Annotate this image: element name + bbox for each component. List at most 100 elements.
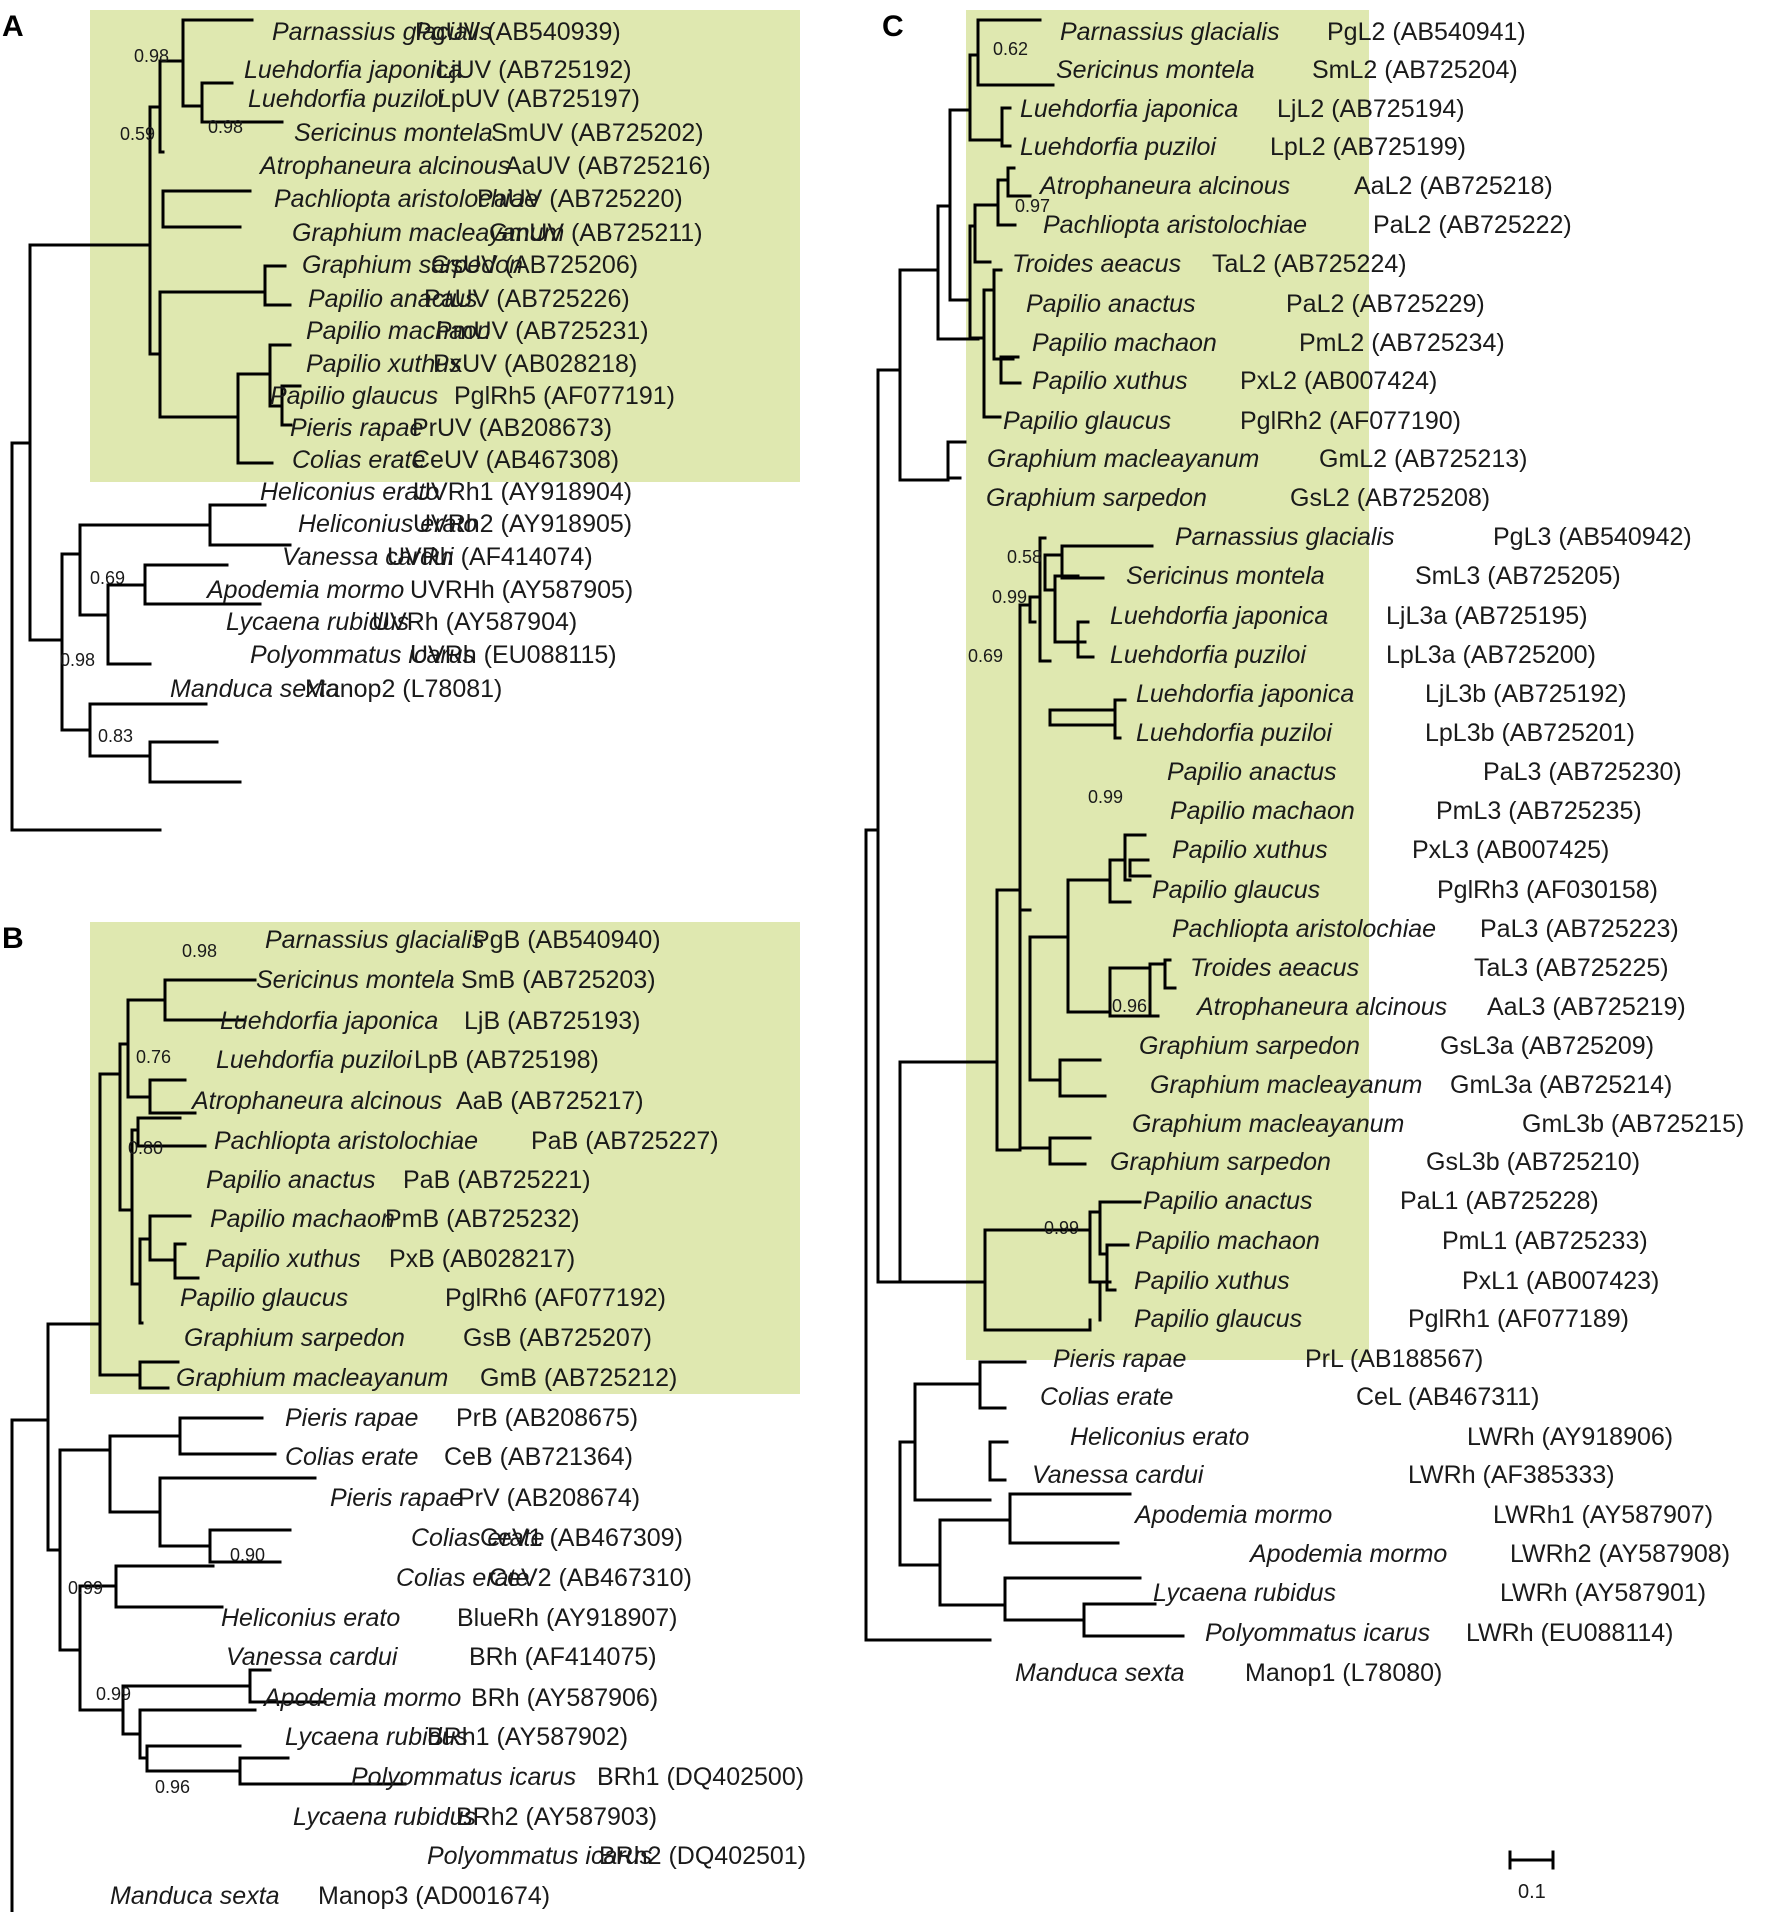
species-name: Graphium macleayanum (292, 219, 564, 247)
gene-accession: GsB (AB725207) (463, 1324, 652, 1352)
gene-accession: CeV1 (AB467309) (480, 1524, 683, 1552)
tree-branches-a (10, 18, 302, 832)
gene-accession: PmL2 (AB725234) (1299, 329, 1505, 357)
support-value: 0.69 (90, 568, 125, 588)
tip-label: Luehdorfia japonicaLjUV (AB725192) (244, 56, 632, 84)
species-name: Lycaena rubidus (293, 1803, 476, 1831)
gene-accession: SmB (AB725203) (461, 966, 656, 994)
species-name: Papilio glaucus (1152, 876, 1320, 904)
tip-label: Heliconius eratoUVRh2 (AY918905) (298, 510, 632, 538)
gene-accession: LjL3b (AB725192) (1425, 680, 1627, 708)
species-name: Luehdorfia puziloi (248, 85, 445, 113)
species-name: Polyommatus icarus (351, 1763, 576, 1791)
support-value: 0.98 (208, 117, 243, 137)
species-name: Pachliopta aristolochiae (274, 185, 538, 213)
species-name: Graphium macleayanum (1132, 1110, 1404, 1138)
species-name: Troides aeacus (1190, 954, 1359, 982)
species-name: Pieris rapae (330, 1484, 463, 1512)
species-name: Papilio machaon (1170, 797, 1355, 825)
gene-accession: PgB (AB540940) (473, 926, 661, 954)
gene-accession: PglRh6 (AF077192) (445, 1284, 666, 1312)
species-name: Graphium sarpedon (302, 251, 523, 279)
gene-accession: AaUV (AB725216) (505, 152, 711, 180)
gene-accession: PaUV (AB725226) (424, 285, 630, 313)
gene-accession: GmB (AB725212) (480, 1364, 677, 1392)
gene-accession: PaL2 (AB725222) (1373, 211, 1572, 239)
gene-accession: PxL3 (AB007425) (1412, 836, 1609, 864)
species-name: Luehdorfia japonica (1110, 602, 1328, 630)
tree-branches-b (10, 978, 407, 1912)
species-name: Polyommatus icarus (1205, 1619, 1430, 1647)
species-name: Apodemia mormo (205, 576, 404, 604)
gene-accession: SmL3 (AB725205) (1415, 562, 1621, 590)
tip-labels: Parnassius glacialisPgUV (AB540939)Luehd… (110, 18, 1744, 1910)
highlight-box-a (90, 10, 800, 482)
gene-accession: PglRh3 (AF030158) (1437, 876, 1658, 904)
support-value: 0.62 (993, 39, 1028, 59)
species-name: Colias erate (1040, 1383, 1173, 1411)
tip-label: Vanessa carduiUVRh (AF414074) (282, 543, 593, 571)
tip-label: Luehdorfia puziloi LpL3b (AB725201) (1136, 719, 1635, 747)
gene-accession: LjB (AB725193) (464, 1007, 641, 1035)
support-value: 0.96 (155, 1777, 190, 1797)
gene-accession: PgL3 (AB540942) (1493, 523, 1692, 551)
tip-label: Papilio machaonPmUV (AB725231) (306, 317, 649, 345)
gene-accession: UVRh (AY587904) (372, 608, 577, 636)
species-name: Lycaena rubidus (285, 1723, 468, 1751)
species-name: Atrophaneura alcinous (258, 152, 510, 180)
species-name: Heliconius erato (1070, 1423, 1249, 1451)
gene-accession: BlueRh (AY918907) (457, 1604, 678, 1632)
gene-accession: UVRh (EU088115) (410, 641, 617, 669)
support-value: 0.99 (96, 1684, 131, 1704)
gene-accession: UVRh2 (AY918905) (413, 510, 632, 538)
species-name: Papilio anactus (206, 1166, 376, 1194)
species-name: Papilio anactus (308, 285, 478, 313)
species-name: Manduca sexta (110, 1882, 280, 1910)
species-name: Apodemia mormo (262, 1684, 461, 1712)
gene-accession: LpL3b (AB725201) (1425, 719, 1635, 747)
gene-accession: PrB (AB208675) (456, 1404, 638, 1432)
gene-accession: PrV (AB208674) (458, 1484, 640, 1512)
species-name: Graphium macleayanum (176, 1364, 448, 1392)
gene-accession: LpB (AB725198) (414, 1046, 599, 1074)
species-name: Colias erate (411, 1524, 544, 1552)
species-name: Heliconius erato (298, 510, 477, 538)
species-name: Luehdorfia japonica (244, 56, 462, 84)
species-name: Vanessa cardui (1032, 1461, 1205, 1489)
species-name: Graphium macleayanum (987, 445, 1259, 473)
support-value: 0.98 (182, 941, 217, 961)
gene-accession: PmL1 (AB725233) (1442, 1227, 1648, 1255)
species-name: Polyommatus icarus (427, 1842, 652, 1870)
species-name: Parnassius glacialis (1060, 18, 1280, 46)
species-name: Colias erate (285, 1443, 418, 1471)
support-value: 0.58 (1007, 547, 1042, 567)
species-name: Luehdorfia japonica (220, 1007, 438, 1035)
gene-accession: LWRh (AY587901) (1500, 1579, 1706, 1607)
gene-accession: TaL2 (AB725224) (1212, 250, 1407, 278)
gene-accession: AaB (AB725217) (456, 1087, 644, 1115)
species-name: Luehdorfia puziloi (1136, 719, 1333, 747)
